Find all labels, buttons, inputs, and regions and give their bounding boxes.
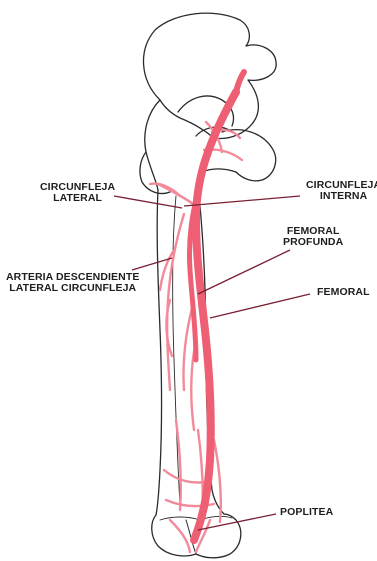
greater-trochanter-outline	[145, 100, 160, 190]
knee-network-3	[214, 440, 221, 522]
leader-circunfleja-lateral	[114, 196, 182, 208]
main-arteries	[189, 72, 244, 540]
leader-femoral-profunda	[198, 250, 290, 294]
label-femoral-profunda: FEMORAL PROFUNDA	[283, 226, 343, 248]
label-circunfleja-interna: CIRCUNFLEJA INTERNA	[306, 180, 377, 202]
femur-shaft-lateral	[156, 190, 162, 515]
iliac-upper	[236, 72, 244, 92]
femoral-neck-outline	[202, 169, 236, 172]
femoral-artery	[194, 92, 236, 540]
leader-femoral	[210, 294, 310, 318]
circumflex-lateral-branch	[158, 184, 196, 206]
label-poplitea: POPLITEA	[280, 507, 333, 518]
knee-network-4	[164, 470, 206, 483]
label-circunfleja-lateral: CIRCUNFLEJA LATERAL	[40, 182, 115, 204]
label-arteria-descendiente: ARTERIA DESCENDIENTE LATERAL CIRCUNFLEJA	[6, 272, 139, 294]
pelvis-outline	[144, 13, 277, 138]
label-femoral: FEMORAL	[317, 287, 370, 298]
leader-circunfleja-interna	[184, 196, 300, 206]
